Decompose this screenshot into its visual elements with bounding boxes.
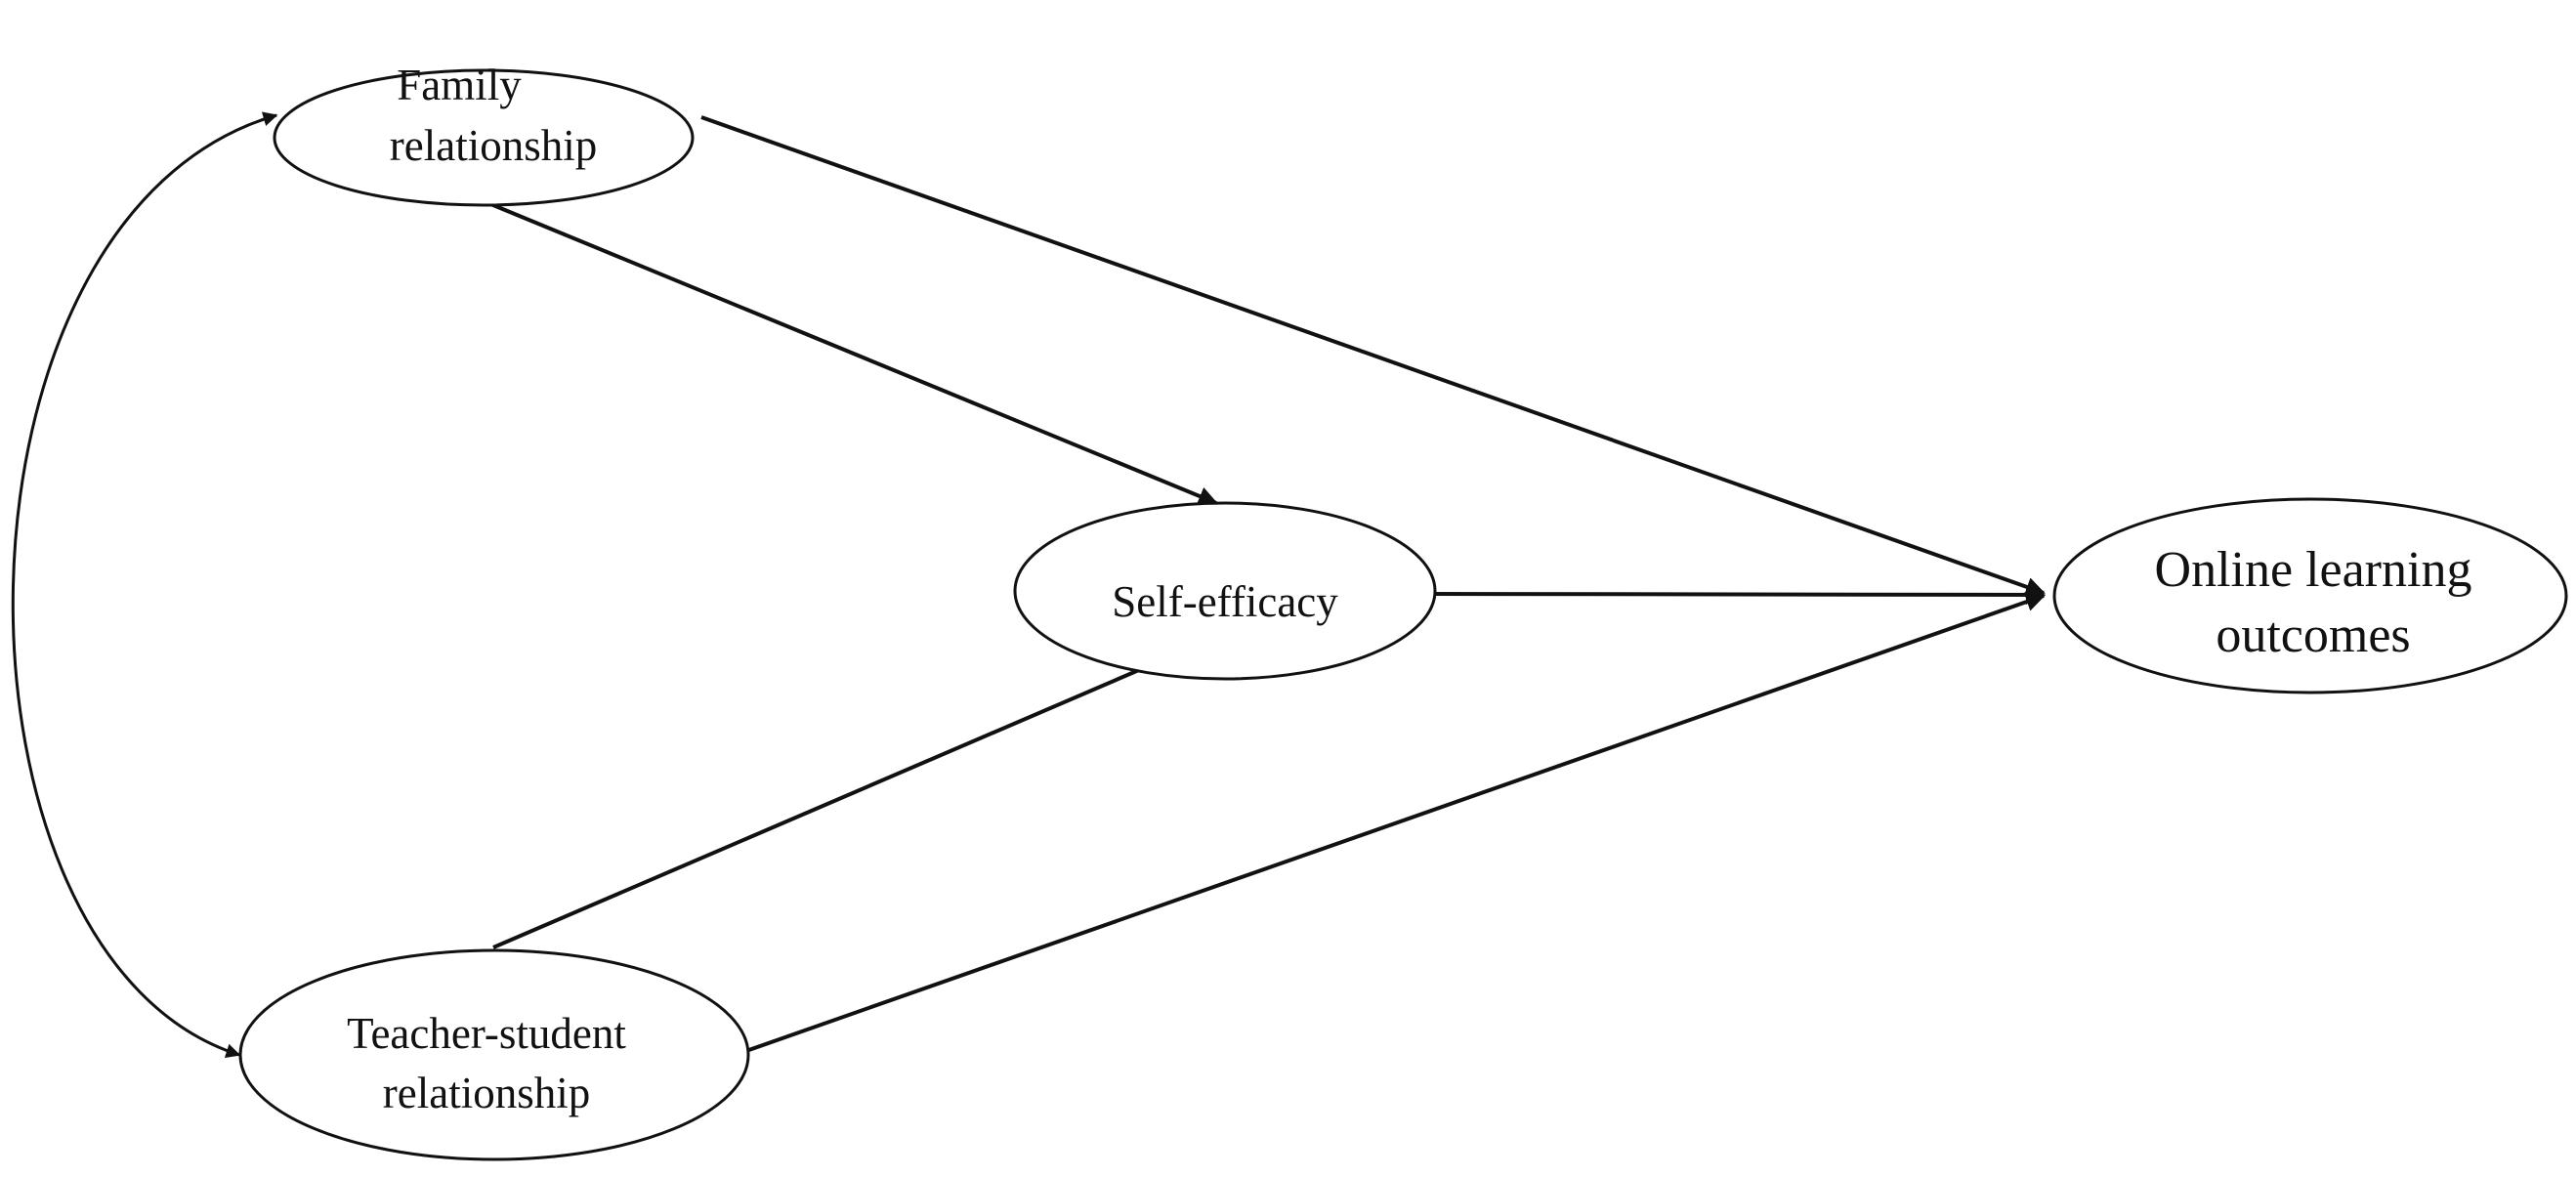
node-self-efficacy-label: Self-efficacy <box>1112 577 1338 626</box>
node-family-line1: Family <box>397 61 522 109</box>
edge-self-efficacy-to-outcomes <box>1427 584 2046 605</box>
node-family-relationship: Family relationship <box>273 61 695 207</box>
edge-teacher-to-outcomes <box>739 592 2046 1055</box>
node-online-learning-outcomes: Online learning outcomes <box>2052 497 2568 694</box>
node-teacher-line2: relationship <box>383 1069 590 1117</box>
node-outcomes-line2: outcomes <box>2216 608 2410 663</box>
edge-covariance-family-teacher <box>11 111 278 1059</box>
edge-family-to-self-efficacy <box>487 201 1218 506</box>
edge-family-to-outcomes <box>700 115 2046 597</box>
edge-teacher-to-self-efficacy <box>492 634 1218 949</box>
node-outcomes-line1: Online learning <box>2155 542 2472 598</box>
node-teacher-line1: Teacher-student <box>347 1009 626 1058</box>
node-self-efficacy: Self-efficacy <box>1013 501 1437 681</box>
node-family-line2: relationship <box>390 121 597 170</box>
node-teacher-student-relationship: Teacher-student relationship <box>238 948 750 1161</box>
